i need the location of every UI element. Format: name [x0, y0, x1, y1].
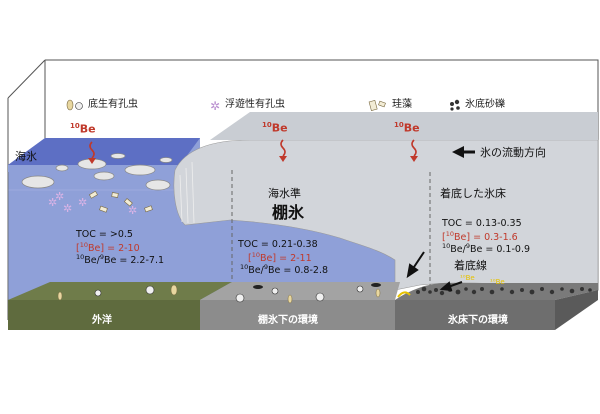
gravel-icon [450, 99, 460, 111]
be-flux-arrowheads [88, 156, 418, 164]
diatom-icon [123, 198, 133, 207]
be-label-sheet: 10Be [394, 121, 420, 135]
foram-icon [66, 99, 83, 111]
be-sediment-marks: ¹⁰Be ¹⁰Be [460, 274, 505, 286]
open-ocean-be: [10Be] = 2-10 [76, 241, 140, 255]
seafloor-shelf-top [200, 282, 400, 300]
ice-shelf-label: 棚氷 [272, 203, 305, 222]
seafloor-sheet-side [555, 290, 598, 330]
legend-benthic-foram: 底生有孔虫 [88, 99, 138, 110]
seafloor-seeds [57, 284, 381, 304]
legend-planktic-foram: 浮遊性有孔虫 [225, 99, 285, 110]
foram-icon [235, 293, 245, 303]
shelf-front-lines [179, 161, 195, 224]
sub-shelf-ratio: 10Be/9Be = 0.8-2.8 [240, 263, 329, 277]
diatom-icon [88, 190, 98, 199]
seafloor-shelf [200, 300, 395, 330]
foram-icon [271, 287, 279, 295]
ice-top-face [210, 112, 598, 140]
asterisk-foram-icon: ✲ [55, 190, 64, 203]
grounding-marker [397, 291, 411, 298]
svg-text:¹⁰Be: ¹⁰Be [460, 274, 475, 282]
flow-direction-label: 氷の流動方向 [480, 146, 546, 159]
water-organisms: ✲ ✲ ✲ ✲ ✲ [48, 190, 153, 217]
be-flux-arrows [89, 139, 417, 159]
ocean-surface [8, 138, 200, 165]
legend-gravel: 氷底砂礫 [465, 99, 505, 110]
legend-diatom: 珪藻 [392, 99, 412, 110]
diatom-icon [111, 192, 119, 198]
zone-sub-shelf: 棚氷下の環境 [258, 315, 318, 326]
foram-icon [94, 289, 102, 297]
grounded-ice-label: 着底した氷床 [440, 187, 506, 200]
legend-icons: ✲ [66, 99, 460, 113]
sub-shelf-be: [10Be] = 2-11 [248, 251, 312, 265]
flow-arrow-icon [452, 146, 475, 158]
sea-level-label: 海水準 [268, 187, 301, 200]
sub-sheet-toc: TOC = 0.13-0.35 [442, 218, 522, 229]
open-ocean-toc: TOC = >0.5 [76, 229, 133, 240]
seafloor-sheet [395, 300, 555, 330]
floe [124, 164, 156, 176]
asterisk-foram-icon: ✲ [48, 196, 57, 209]
seafloor-open [8, 300, 200, 330]
asterisk-foram-icon: ✲ [78, 196, 87, 209]
diatom-icon [368, 99, 386, 111]
floe [21, 175, 55, 189]
zone-sub-sheet: 氷床下の環境 [448, 315, 508, 326]
foram-icon [145, 285, 155, 295]
diatom-icon [99, 205, 108, 213]
ice-shelf [173, 139, 599, 291]
sea-ice-label: 海氷 [15, 150, 37, 163]
asterisk-foram-icon: ✲ [210, 99, 220, 113]
sub-sheet-be: [10Be] = 0.3-1.6 [442, 230, 518, 244]
asterisk-foram-icon: ✲ [63, 202, 72, 215]
diatom-icon [144, 205, 153, 213]
floe [159, 157, 173, 163]
asterisk-foram-icon: ✲ [128, 204, 137, 217]
zone-open-ocean: 外洋 [92, 315, 112, 326]
seafloor-dark-bits [253, 283, 381, 289]
svg-text:¹⁰Be: ¹⁰Be [490, 278, 505, 286]
foram-icon [315, 292, 325, 302]
grounding-line-label: 着底線 [454, 259, 487, 272]
floe [93, 171, 115, 181]
floe [55, 164, 69, 172]
floe [145, 179, 171, 191]
foram-icon [356, 285, 364, 293]
sub-shelf-toc: TOC = 0.21-0.38 [238, 239, 318, 250]
benthic-forams [94, 285, 364, 303]
open-ocean-ratio: 10Be/9Be = 2.2-7.1 [76, 253, 165, 267]
sub-sheet-ratio: 10Be/9Be = 0.1-0.9 [442, 242, 531, 256]
grounding-arrows [406, 251, 463, 292]
be-label-open: 10Be [70, 122, 96, 136]
gravel-icon [416, 286, 592, 296]
floe [110, 153, 126, 159]
be-label-shelf: 10Be [262, 121, 288, 135]
